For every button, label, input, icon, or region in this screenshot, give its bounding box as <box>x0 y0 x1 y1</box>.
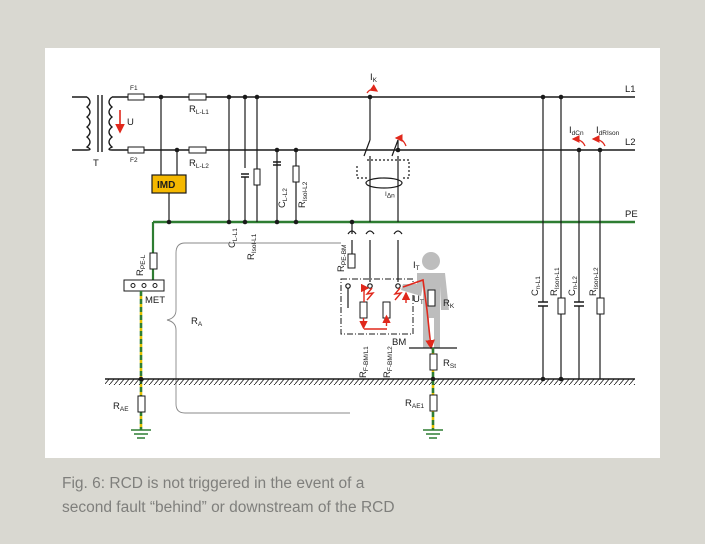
resistor-rst <box>429 353 438 371</box>
caption-line-1: Fig. 6: RCD is not triggered in the even… <box>62 475 365 492</box>
idrison-label: IdRIson <box>596 125 620 137</box>
resistor-rl-l1 <box>188 93 207 101</box>
rst-label: RSt <box>443 358 456 370</box>
pe-label: PE <box>625 209 638 220</box>
rison-l1-label: RIson-L1 <box>549 267 561 296</box>
rk-label: RK <box>443 298 455 310</box>
figure-caption: Fig. 6: RCD is not triggered in the even… <box>62 472 662 520</box>
leakage-components-right <box>538 97 601 379</box>
earth-symbol-right <box>423 429 443 439</box>
fuse-f1-label: F1 <box>130 85 138 92</box>
resistor-rae <box>137 395 146 413</box>
rcd-device <box>356 97 410 222</box>
ground-junctions-right <box>540 376 564 382</box>
bm-internals <box>345 283 401 308</box>
rcd-junction-l1 <box>367 94 373 100</box>
cn-l2-label: Cn-L2 <box>567 276 579 296</box>
transformer <box>72 95 114 152</box>
person-figure <box>401 252 449 348</box>
ik-arrow <box>366 84 379 94</box>
bm-label: BM <box>392 337 406 348</box>
met-label: MET <box>145 295 165 306</box>
bm-enclosure <box>340 278 414 335</box>
resistor-rl-l2 <box>188 146 207 154</box>
ik-label: IK <box>370 72 378 84</box>
touch-current-path <box>402 278 435 350</box>
risol-l2-label: RIsol-L2 <box>297 181 309 208</box>
fuse-f1 <box>127 93 145 101</box>
resistor-rf-bm-l2 <box>382 301 391 319</box>
resistor-rison-l2 <box>596 297 605 315</box>
resistor-rpe-bm <box>347 253 356 269</box>
rl-l2-label: RL-L2 <box>189 158 209 170</box>
earth-symbol-left <box>131 429 151 439</box>
idcn-label: IdCn <box>569 125 584 137</box>
met-terminals <box>130 283 158 288</box>
rae1-label: RAE1 <box>405 398 425 410</box>
idn-label: IΔn <box>385 191 395 200</box>
resistor-rk <box>427 289 436 307</box>
rl-l1-label: RL-L1 <box>189 104 209 116</box>
ra-bracket <box>166 242 350 414</box>
ra-label: RA <box>191 316 203 328</box>
l1-label: L1 <box>625 84 636 95</box>
junction-dots <box>158 94 603 225</box>
rison-l2-label: RIson-L2 <box>588 267 600 296</box>
caption-line-2: second fault “behind” or downstream of t… <box>62 499 395 516</box>
ut-label: UT <box>413 294 424 306</box>
it-label: IT <box>413 260 420 272</box>
resistor-risol-l1 <box>253 168 261 186</box>
resistor-rae1 <box>429 394 438 412</box>
l2-label: L2 <box>625 137 636 148</box>
imd-device: IMD <box>151 97 187 222</box>
l2-fault-arrow <box>394 134 407 147</box>
rae-label: RAE <box>113 401 129 413</box>
resistor-rison-l1 <box>557 297 566 315</box>
cl-l2-label: CL-L2 <box>277 188 289 208</box>
ground-junction-left <box>138 376 144 382</box>
fuse-f2-label: F2 <box>130 157 138 164</box>
risol-l1-label: RIsol-L1 <box>246 233 258 260</box>
imd-label: IMD <box>157 180 175 191</box>
ground-hatch <box>105 379 635 385</box>
rf-bm-l1-label: RF-BM/L1 <box>358 346 370 378</box>
fuse-f2 <box>127 146 145 154</box>
resistor-risol-l2 <box>292 165 300 183</box>
rpe-l-label: RPE-L <box>135 254 147 276</box>
rf-bm-l2-label: RF-BM/L2 <box>382 346 394 378</box>
rpe-bm-label: RPE-BM <box>336 245 348 272</box>
leakage-components-left <box>228 97 297 222</box>
circuit-diagram: U T L1 L2 PE F1 F2 RL-L1 RL-L2 <box>72 72 638 439</box>
rcd-junction-l2 <box>395 147 401 153</box>
resistor-rpe-l <box>149 252 158 270</box>
bm-connectors <box>347 222 403 282</box>
fault-arcs <box>359 283 411 330</box>
voltage-label: U <box>127 117 134 128</box>
cl-l1-label: CL-L1 <box>227 228 239 248</box>
cn-l1-label: Cn-L1 <box>530 276 542 296</box>
transformer-label: T <box>93 158 99 169</box>
ground-junction-right <box>430 376 436 382</box>
idcn-arrow <box>571 135 586 147</box>
idrison-arrow <box>591 135 606 147</box>
diagram-panel: U T L1 L2 PE F1 F2 RL-L1 RL-L2 <box>45 48 660 458</box>
resistor-rf-bm-l1 <box>359 301 368 319</box>
